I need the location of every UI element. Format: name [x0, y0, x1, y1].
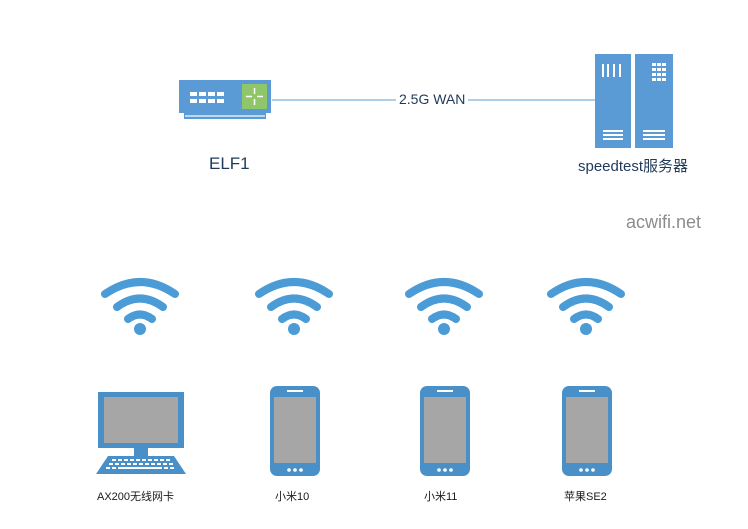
server-icon — [595, 54, 673, 148]
laptop-icon — [96, 392, 186, 474]
wifi-icon — [101, 278, 179, 335]
phone-icon — [562, 386, 612, 476]
router-label: ELF1 — [209, 154, 250, 173]
wan-link-label: 2.5G WAN — [396, 91, 469, 107]
router-device — [179, 80, 273, 120]
phone-icon — [420, 386, 470, 476]
client-label-mi11: 小米11 — [424, 491, 458, 503]
client-label-se2: 苹果SE2 — [564, 491, 607, 503]
client-label-mi10: 小米10 — [275, 491, 310, 503]
router-icon — [179, 80, 271, 119]
client-label-laptop: AX200无线网卡 — [97, 491, 175, 503]
wifi-icon — [255, 278, 333, 335]
server-label: speedtest服务器 — [578, 158, 689, 175]
wifi-icon — [547, 278, 625, 335]
watermark-text: acwifi.net — [626, 212, 702, 232]
phone-icon — [270, 386, 320, 476]
wifi-icon — [405, 278, 483, 335]
